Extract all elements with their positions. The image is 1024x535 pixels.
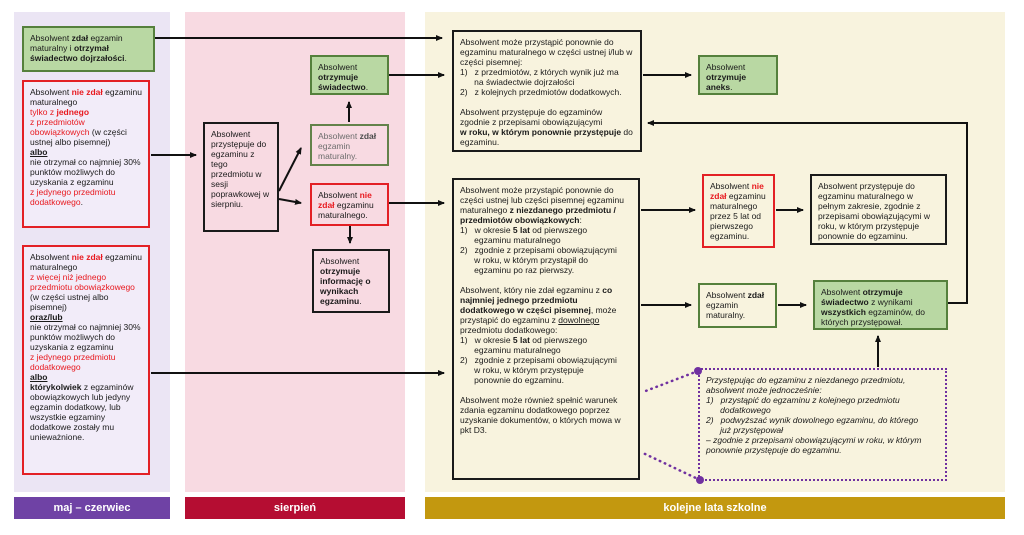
text-segment: nie zdał xyxy=(318,190,375,211)
text-segment: Absolwent, który nie zdał egzaminu z xyxy=(460,285,603,296)
text-segment: z jedynego przedmiotu dodatkowego xyxy=(30,352,118,373)
box-august-failed: Absolwent nie zdał egzaminu maturalnego. xyxy=(310,183,389,226)
timeline-bar-later-years: kolejne lata szkolne xyxy=(425,497,1005,519)
text-segment: 2) zgodnie z przepisami obowiązującymi w… xyxy=(460,245,617,276)
text-segment: 5 lat xyxy=(512,335,530,346)
timeline-bar-may-june: maj – czerwiec xyxy=(14,497,170,519)
text-segment: Absolwent przystępuje do egzaminu z tego… xyxy=(211,129,272,210)
text-segment: Absolwent xyxy=(706,290,748,300)
text-segment: z egzaminów obowiązkowych lub jedyny egz… xyxy=(30,382,136,443)
text-segment: z niezdanego przedmiotu / przedmiotów ob… xyxy=(460,205,619,226)
text-segment: . xyxy=(365,82,369,93)
text-segment: Absolwent xyxy=(30,87,72,97)
text-segment: z wynikami xyxy=(868,297,916,308)
text-segment: oraz/lub xyxy=(30,312,63,323)
text-segment: co najmniej jednego przedmiotu dodatkowe… xyxy=(460,285,615,316)
box-receives-annex: Absolwent otrzymuje aneks. xyxy=(698,55,778,95)
text-segment: otrzymuje świadectwo xyxy=(318,72,366,93)
box-failed-more-subjects: Absolwent nie zdał egzaminu maturalnego … xyxy=(22,245,150,475)
box-august-retake-session: Absolwent przystępuje do egzaminu z tego… xyxy=(203,122,279,232)
text-segment: jednego xyxy=(56,107,90,118)
text-segment: nie otrzymał co najmniej 30% punktów moż… xyxy=(30,322,141,353)
text-segment: 2) zgodnie z przepisami obowiązującymi w… xyxy=(460,355,617,386)
text-segment: nie zdał xyxy=(71,252,103,262)
text-segment: z przedmiotów obowiązkowych xyxy=(30,117,90,138)
text-segment: z więcej niż jednego przedmiotu obowiązk… xyxy=(30,272,135,293)
text-segment: 1) w okresie xyxy=(460,335,513,346)
box-august-passed: Absolwent zdał egzamin maturalny. xyxy=(310,124,389,166)
text-segment: zdał xyxy=(359,131,377,141)
text-segment: . xyxy=(80,197,83,208)
text-segment: egzamin maturalny. xyxy=(318,131,379,162)
text-segment: Absolwent xyxy=(30,252,72,262)
text-segment: Absolwent może również spełnić warunek z… xyxy=(460,395,624,436)
text-segment: Absolwent xyxy=(710,181,752,191)
text-segment: (w części ustnej albo pisemnej) xyxy=(30,292,109,313)
text-segment: egzamin maturalny i xyxy=(30,33,125,54)
text-segment: w roku, w którym ponownie przystępuje xyxy=(460,127,622,138)
text-segment: Absolwent xyxy=(706,62,748,72)
text-segment: od pierwszego egzaminu maturalnego xyxy=(474,225,588,246)
text-segment: Absolwent przystępuje do egzaminów zgodn… xyxy=(460,107,603,128)
text-segment: przedmiotu dodatkowego: xyxy=(460,325,558,336)
text-segment: Absolwent xyxy=(318,131,360,141)
text-segment: Absolwent może przystąpić ponownie do cz… xyxy=(460,185,627,216)
box-retake-failed-subject-rules: Absolwent może przystąpić ponownie do cz… xyxy=(452,178,640,480)
box-august-receives-certificate: Absolwent otrzymuje świadectwo. xyxy=(310,55,389,95)
box-failed-one-subject: Absolwent nie zdał egzaminu maturalnego … xyxy=(22,80,150,228)
text-segment: do egzaminu. xyxy=(460,127,636,148)
text-segment: . xyxy=(124,53,127,64)
text-segment: od pierwszego egzaminu maturalnego xyxy=(474,335,588,356)
box-certificate-all-exams: Absolwent otrzymuje świadectwo z wynikam… xyxy=(813,280,948,330)
text-segment: otrzymał świadectwo dojrzałości xyxy=(30,43,125,64)
text-segment: Absolwent xyxy=(30,33,72,43)
text-segment: wszystkich xyxy=(821,307,866,318)
text-segment: 2) z kolejnych przedmiotów dodatkowych. xyxy=(460,87,622,98)
text-segment: egzaminu maturalnego xyxy=(30,87,142,108)
text-segment: Absolwent może przystąpić ponownie do eg… xyxy=(460,37,633,68)
text-segment: 1) przystąpić do egzaminu z kolejnego pr… xyxy=(706,395,900,416)
box-august-results-info: Absolwent otrzymuje informację o wynikac… xyxy=(312,249,390,313)
text-segment: 2) podwyższać wynik dowolnego egzaminu, … xyxy=(706,415,919,436)
text-segment: tylko z xyxy=(30,107,57,118)
box-full-scope-retake: Absolwent przystępuje do egzaminu matura… xyxy=(810,174,947,245)
text-segment: nie zdał xyxy=(71,87,103,97)
text-segment: Absolwent xyxy=(318,190,360,200)
text-segment: zdał xyxy=(71,33,89,43)
text-segment: albo xyxy=(30,372,48,383)
text-segment: zdał xyxy=(747,290,765,300)
text-segment: Absolwent xyxy=(318,62,360,72)
text-segment: – zgodnie z przepisami obowiązującymi w … xyxy=(706,435,924,456)
text-segment: 1) w okresie xyxy=(460,225,513,236)
text-segment: albo xyxy=(30,147,48,158)
text-segment: egzaminu maturalnego. xyxy=(318,200,377,221)
note-simultaneous-options: Przystępując do egzaminu z niezdanego pr… xyxy=(698,368,947,481)
text-segment: . xyxy=(730,82,733,93)
timeline-bar-august: sierpień xyxy=(185,497,405,519)
text-segment: egzamin maturalny. xyxy=(706,290,767,321)
text-segment: : xyxy=(579,215,582,226)
text-segment: egzaminu maturalnego xyxy=(30,252,142,273)
text-segment: nie otrzymał co najmniej 30% punktów moż… xyxy=(30,157,141,188)
text-segment: Absolwent przystępuje do egzaminu matura… xyxy=(818,181,933,242)
text-segment: 5 lat xyxy=(512,225,530,236)
text-segment: którykolwiek xyxy=(30,382,82,393)
text-segment: egzaminów, do których przystępował. xyxy=(821,307,928,328)
text-segment: 1) z przedmiotów, z których wynik już ma… xyxy=(460,67,619,88)
text-segment: (w części ustnej albo pisemnej) xyxy=(30,127,127,148)
text-segment: Absolwent xyxy=(320,256,362,266)
box-later-passed: Absolwent zdał egzamin maturalny. xyxy=(698,283,777,328)
text-segment: . xyxy=(359,296,362,307)
text-segment: otrzymuje aneks xyxy=(706,72,749,93)
text-segment: , może przystąpić do egzaminu z xyxy=(460,305,619,326)
box-failed-for-5-years: Absolwent nie zdał egzaminu maturalnego … xyxy=(702,174,775,248)
text-segment: Absolwent xyxy=(821,287,863,297)
text-segment: z jedynego przedmiotu dodatkowego xyxy=(30,187,118,208)
box-passed-received-certificate: Absolwent zdał egzamin maturalny i otrzy… xyxy=(22,26,155,72)
text-segment: dowolnego xyxy=(558,315,600,326)
text-segment: otrzymuje informację o wynikach egzaminu xyxy=(320,266,373,307)
box-retake-improve-results: Absolwent może przystąpić ponownie do eg… xyxy=(452,30,642,152)
text-segment: Przystępując do egzaminu z niezdanego pr… xyxy=(706,375,906,396)
